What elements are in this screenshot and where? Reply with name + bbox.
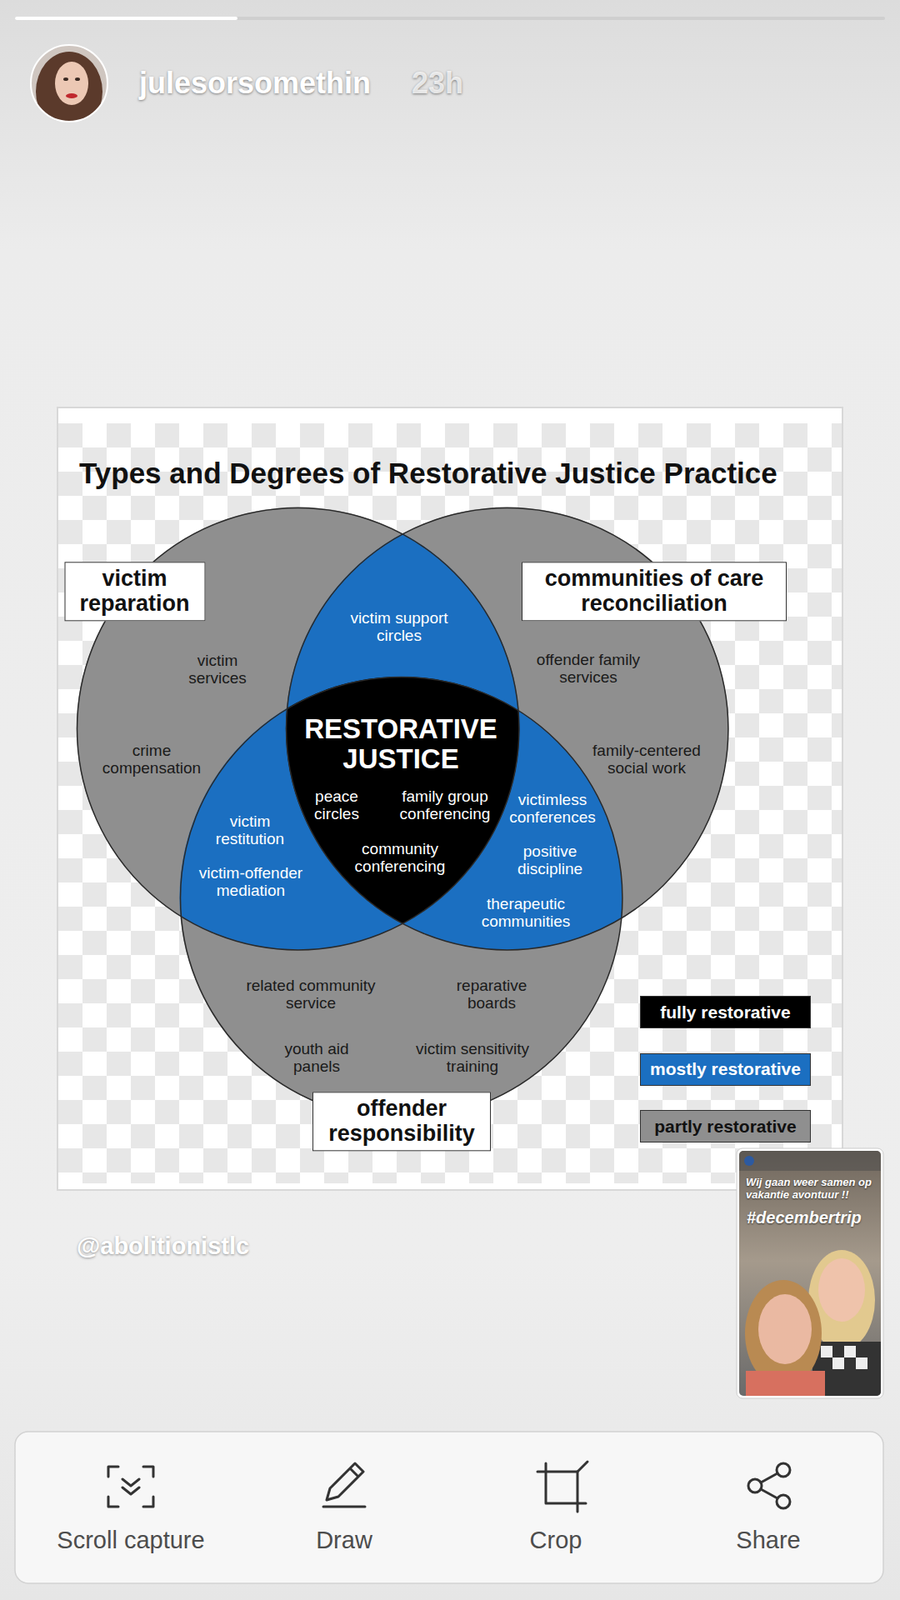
practice-label: victim support circles [345, 610, 454, 645]
venn-overlap: victim support circles [340, 605, 459, 650]
legend-label: partly restorative [654, 1116, 796, 1137]
legend-label: fully restorative [660, 1002, 790, 1023]
action-toolbar [15, 1431, 884, 1584]
share-icon [748, 1463, 790, 1509]
avatar [30, 45, 108, 132]
practice-label: victim sensitivity training [410, 1040, 535, 1075]
legend-swatch: mostly restorative [640, 1053, 811, 1086]
diagram-card [56, 406, 844, 1191]
avatar-ring [30, 45, 108, 122]
crop-icon [537, 1461, 588, 1512]
practice-label: victimless conferences [503, 791, 602, 826]
practice-label: peace circles [307, 788, 366, 823]
username: julesorsomethin [139, 65, 371, 101]
practice-label: offender family services [530, 651, 647, 686]
scroll-capture-icon [108, 1466, 154, 1507]
center-heading: RESTORATIVE JUSTICE [292, 714, 510, 775]
venn-overlap: RESTORATIVE JUSTICE peace circles family g… [287, 709, 515, 881]
story-caption: Wij gaan weer samen op vakantie avontuur… [745, 1176, 875, 1202]
legend-swatch: fully restorative [640, 995, 811, 1029]
practice-label: crime compensation [95, 742, 208, 777]
venn-overlap: victim restitution victim-offender mediat… [187, 808, 315, 905]
circle-heading: communities of care reconciliation [521, 561, 787, 621]
post-age: 23h [411, 65, 464, 101]
practice-label: victim services [175, 652, 260, 687]
practice-label: victim restitution [208, 813, 292, 848]
legend-swatch: partly restorative [640, 1110, 811, 1143]
watermark: @abolitionistlc [76, 1232, 250, 1260]
toolbar-label: Draw [315, 1526, 373, 1555]
draw-icon [323, 1463, 365, 1507]
diagram-title: Types and Degrees of Restorative Justice… [79, 456, 778, 490]
progress-bar [15, 16, 885, 20]
practice-label: youth aid panels [270, 1040, 363, 1075]
toolbar-label: Share [735, 1526, 800, 1555]
toolbar-label: Crop [530, 1526, 583, 1555]
toolbar-label: Scroll capture [56, 1526, 205, 1555]
practice-label: positive discipline [508, 843, 592, 878]
story-thumbnail [736, 1148, 888, 1405]
practice-label: victim-offender mediation [192, 865, 310, 900]
practice-label: family-centered social work [584, 742, 710, 777]
legend-label: mostly restorative [650, 1059, 801, 1080]
story-hashtag: #decembertrip [746, 1208, 862, 1228]
practice-label: therapeutic communities [474, 895, 579, 930]
circle-heading: offender responsibility [312, 1091, 491, 1151]
circle-heading: victim reparation [64, 561, 205, 621]
practice-label: related community service [240, 977, 382, 1012]
practice-label: family group conferencing [395, 788, 495, 823]
practice-label: reparative boards [445, 977, 538, 1012]
practice-label: community conferencing [354, 840, 446, 875]
